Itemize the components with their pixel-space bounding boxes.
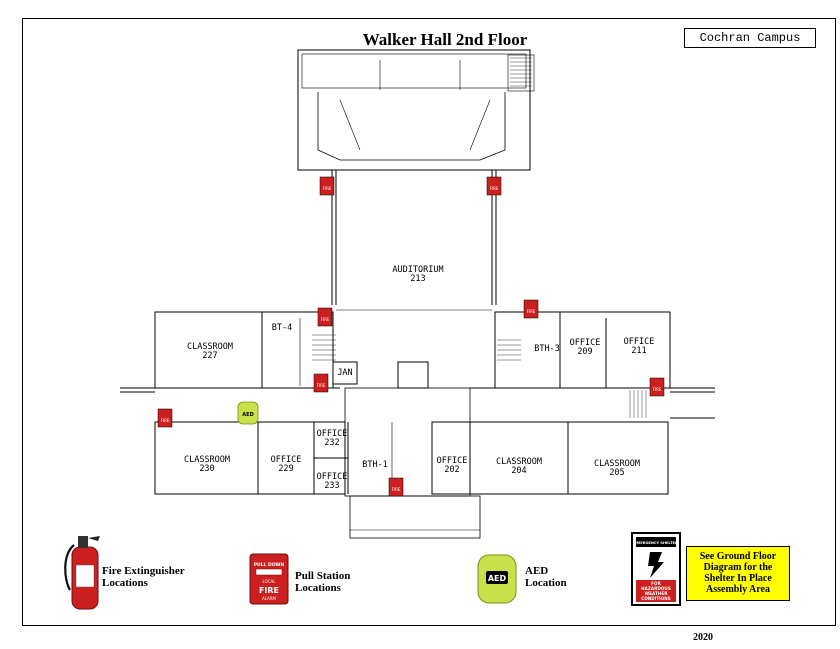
bth1-label: BTH-1 [362,460,388,470]
aed-legend-icon: AED [477,554,517,604]
east-wing-bottom [431,421,669,495]
svg-text:FIRE: FIRE [321,317,330,322]
classroom-227-number: 227 [202,351,217,361]
svg-text:FIRE: FIRE [392,487,401,492]
pull-station-marker: FIRE [157,408,173,428]
pull-station-marker: FIRE [319,176,335,196]
svg-text:ALARM: ALARM [262,596,277,601]
pull-station-marker: FIRE [317,307,333,327]
pull-station-marker: FIRE [313,373,329,393]
bth3-label: BTH-3 [534,344,560,354]
west-wing-top [154,311,334,389]
classroom-230-label: CLASSROOM [184,455,230,465]
stage-block [297,49,531,171]
classroom-204-label: CLASSROOM [496,457,542,467]
pull-station-marker: FIRE [388,477,404,497]
svg-text:PULL DOWN: PULL DOWN [254,562,285,568]
office-209-number: 209 [577,347,592,357]
office-209-label: OFFICE [570,338,601,348]
classroom-230-number: 230 [199,464,214,474]
svg-text:FIRE: FIRE [317,383,326,388]
shelter-sign-caption: FOR HAZARDOUS WEATHER CONDITIONS [641,581,671,601]
svg-text:EMERGENCY SHELTER: EMERGENCY SHELTER [634,541,678,545]
map-title: Walker Hall 2nd Floor [362,30,528,49]
office-202-label: OFFICE [437,456,468,466]
office-233-number: 233 [324,481,339,491]
aed-marker: AED [237,401,259,425]
office-232-label: OFFICE [317,429,348,439]
office-232-number: 232 [324,438,339,448]
pull-station-marker: FIRE [649,377,665,397]
office-229-number: 229 [278,464,293,474]
classroom-205-number: 205 [609,468,624,478]
auditorium-number: 213 [410,274,425,284]
svg-text:FIRE: FIRE [259,586,279,595]
svg-text:FIRE: FIRE [161,418,170,423]
svg-text:FIRE: FIRE [490,186,499,191]
svg-text:AED: AED [488,574,507,583]
shelter-note: See Ground Floor Diagram for the Shelter… [686,546,790,601]
map-frame [22,18,836,626]
pull-station-legend-icon: PULL DOWN LOCAL FIRE ALARM [249,553,289,605]
classroom-205-label: CLASSROOM [594,459,640,469]
fire-extinguisher-icon [64,536,100,610]
svg-text:AED: AED [242,412,253,418]
pull-station-marker: FIRE [486,176,502,196]
office-211-number: 211 [631,346,646,356]
classroom-204-number: 204 [511,466,526,476]
svg-text:LOCAL: LOCAL [263,579,277,584]
bt4-label: BT-4 [272,323,292,333]
year-label: 2020 [693,632,713,643]
auditorium-label: AUDITORIUM [392,265,443,275]
emergency-shelter-icon: EMERGENCY SHELTER FOR HAZARDOUS WEATHER … [631,532,681,606]
svg-text:FIRE: FIRE [527,309,536,314]
campus-label: Cochran Campus [684,28,816,48]
svg-text:FIRE: FIRE [323,186,332,191]
svg-text:FIRE: FIRE [653,387,662,392]
pull-station-marker: FIRE [523,299,539,319]
classroom-227-label: CLASSROOM [187,342,233,352]
office-233-label: OFFICE [317,472,348,482]
office-229-label: OFFICE [271,455,302,465]
office-211-label: OFFICE [624,337,655,347]
pull-station-markers: FIRE FIRE FIRE FIRE FIRE FIRE FIRE FIRE [157,176,665,497]
jan-label: JAN [337,368,352,378]
office-202-number: 202 [444,465,459,475]
